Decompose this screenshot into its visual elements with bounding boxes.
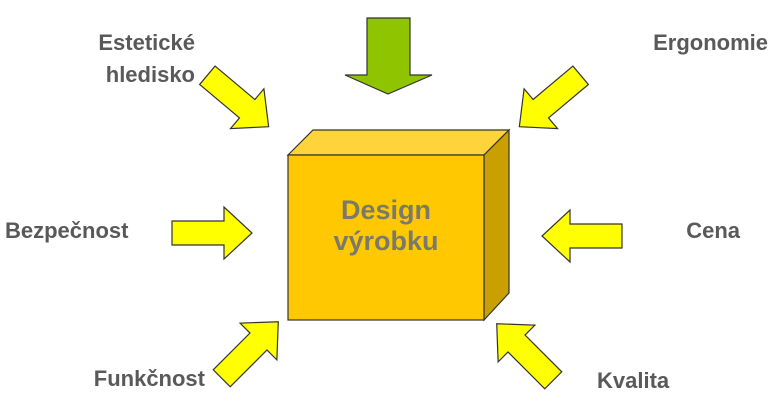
label-estetic-line1: Estetické — [98, 30, 195, 55]
center-label-line2: výrobku — [333, 226, 438, 256]
product-box: Design výrobku — [286, 128, 511, 322]
box-front-face — [287, 154, 485, 321]
arrow-cena — [541, 209, 623, 263]
arrow-funkcnost — [202, 302, 298, 398]
label-ergonomie: Ergonomie — [653, 30, 768, 55]
label-estetic-line2: hledisko — [106, 62, 195, 87]
label-cena: Cena — [686, 218, 741, 243]
center-label-line1: Design — [341, 195, 431, 225]
arrow-bezpecnost — [171, 206, 253, 260]
label-kvalita: Kvalita — [597, 368, 670, 393]
arrow-estetic — [190, 54, 286, 148]
label-funkcnost: Funkčnost — [94, 366, 206, 391]
box-top-face — [286, 129, 511, 156]
arrow-ergonomie — [502, 54, 598, 148]
box-side-face — [483, 128, 510, 322]
label-bezpecnost: Bezpečnost — [5, 218, 129, 243]
arrow-kvalita — [477, 304, 573, 400]
green-down-arrow — [344, 17, 433, 95]
